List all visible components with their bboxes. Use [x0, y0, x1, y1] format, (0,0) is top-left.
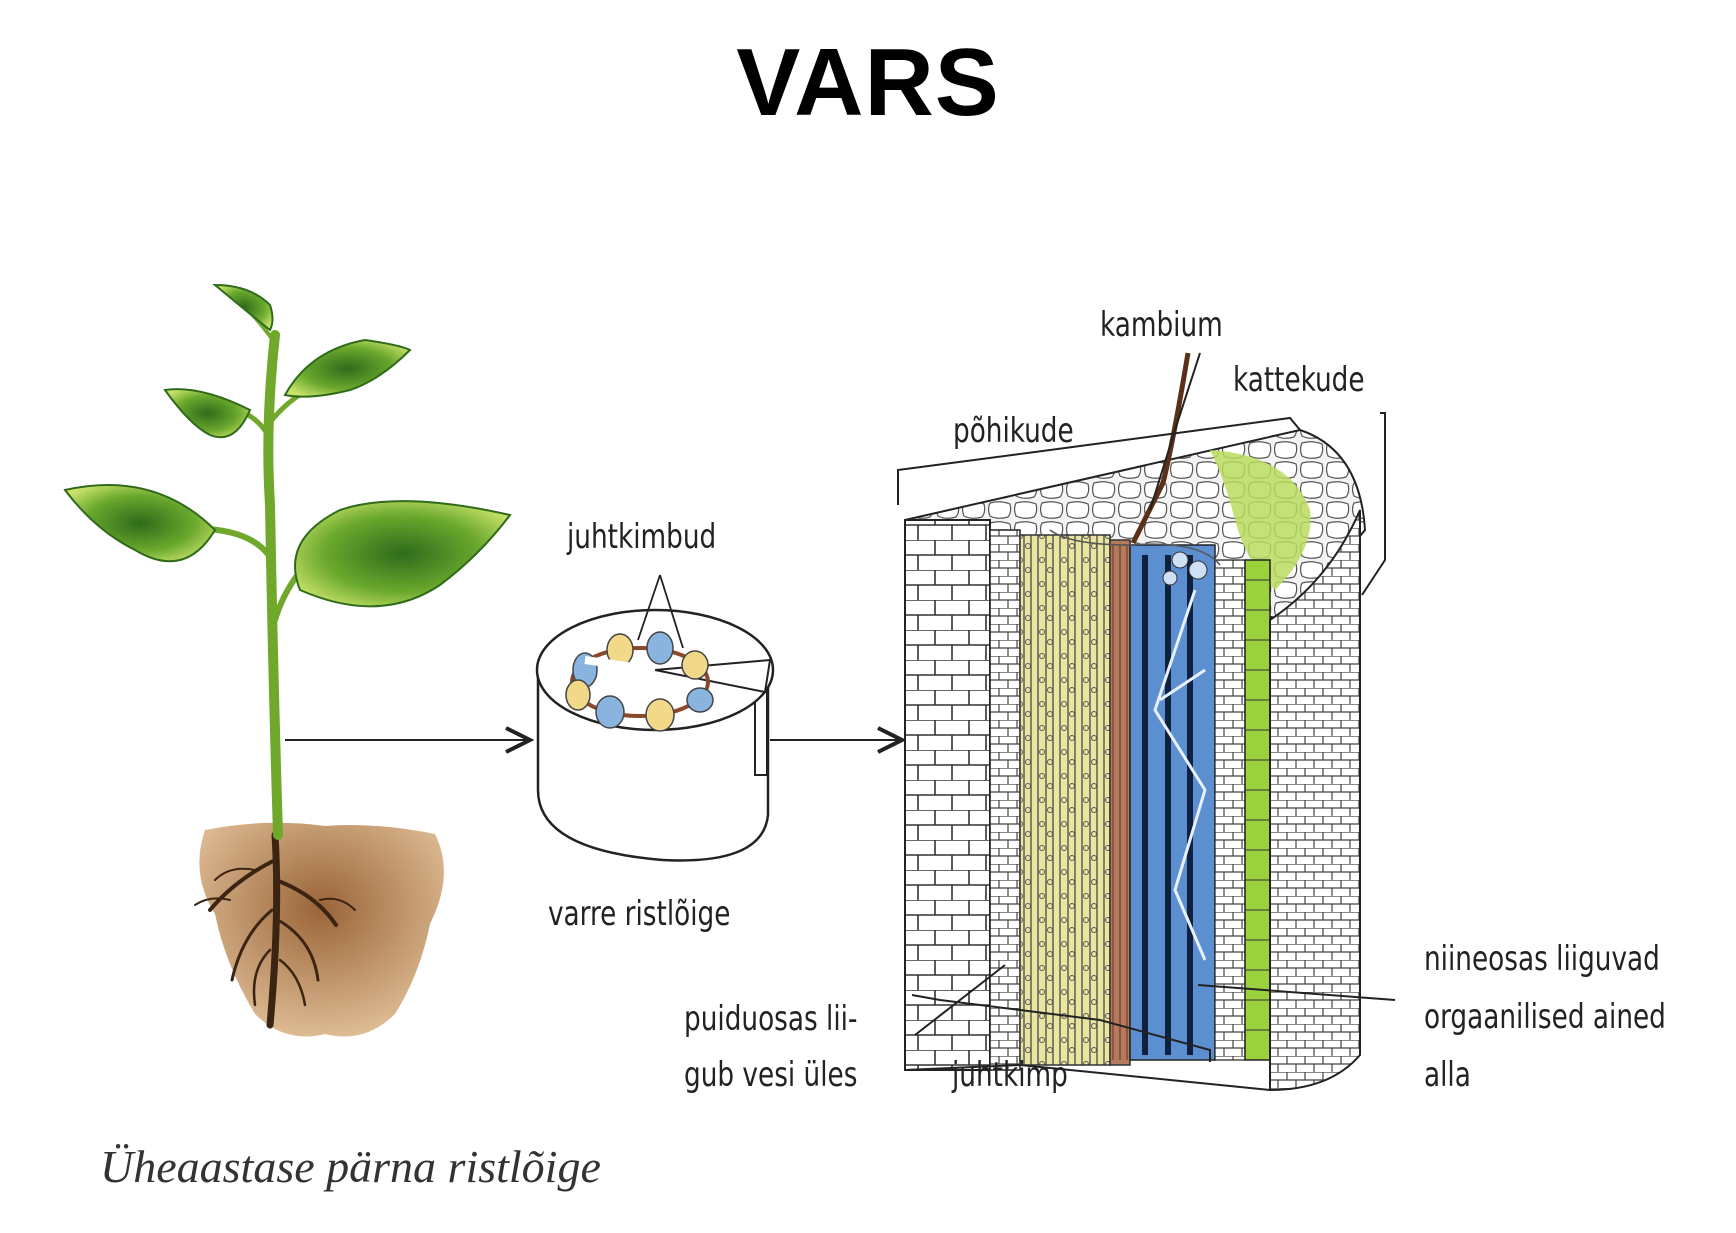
plant-leaves — [63, 283, 512, 608]
bark-green-arc — [1210, 450, 1311, 590]
figure-caption: Üheaastase pärna ristlõige — [100, 1141, 601, 1192]
leaf-upper-right — [283, 338, 412, 398]
label-niineosas-line3: alla — [1424, 1055, 1471, 1095]
plant-illustration — [63, 283, 512, 1037]
label-varre-ristloige: varre ristlõige — [548, 894, 731, 934]
plant-roots — [194, 831, 356, 1029]
label-puiduosas-line1: puiduosas lii- — [684, 999, 858, 1039]
label-pohikude: põhikude — [953, 411, 1074, 451]
label-juhtkimbud: juhtkimbud — [567, 517, 717, 557]
label-kambium: kambium — [1100, 305, 1223, 345]
stem-cross-section — [535, 574, 775, 862]
leader-lines — [897, 352, 1396, 1062]
leaf-right-large — [294, 500, 512, 608]
label-kattekude: kattekude — [1233, 360, 1365, 400]
leaf-left-large — [63, 484, 217, 563]
leaf-upper-left — [163, 388, 252, 439]
stem-block-3d — [904, 352, 1367, 1092]
xylem-region — [1019, 534, 1111, 1066]
green-bark-strip — [1244, 559, 1271, 1061]
page-title: VARS — [736, 29, 1000, 136]
left-parenchyma — [904, 519, 991, 1071]
right-epidermis — [1269, 509, 1361, 1092]
leaf-top — [212, 283, 274, 332]
label-niineosas-line2: orgaanilised ained — [1424, 997, 1666, 1037]
label-juhtkimp: juhtkimp — [952, 1055, 1068, 1095]
label-puiduosas-line2: gub vesi üles — [684, 1055, 858, 1095]
label-niineosas-line1: niineosas liiguvad — [1424, 939, 1660, 979]
soil-clump — [199, 822, 444, 1037]
cambium-pointer — [1130, 352, 1191, 545]
